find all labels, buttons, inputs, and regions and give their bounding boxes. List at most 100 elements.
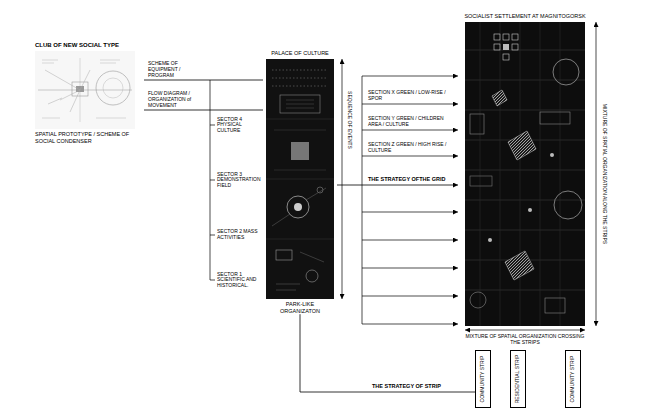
- section-label: SECTION X GREEN / LOW-RISE / SPOR: [368, 90, 454, 102]
- axis-label: SEQUENCE OF EVENTS: [346, 91, 352, 149]
- palace-plan-part: [272, 188, 326, 226]
- settlement-plan-part: [528, 208, 532, 212]
- grid-arrows-part: [362, 212, 458, 213]
- settlement-plan-part: [545, 298, 565, 313]
- image-area: [263, 59, 337, 299]
- strip-label: COMMUNITY STRIP: [570, 356, 576, 403]
- sector-bracket-part: [210, 80, 211, 280]
- connector: [144, 80, 263, 81]
- prototype-sketch-part: [76, 86, 84, 92]
- settlement-plan-part: [470, 176, 492, 186]
- settlement-plan-part: [550, 153, 554, 157]
- settlement-panel: SOCIALIST SETTLEMENT AT MAGNITOGORSK: [458, 11, 592, 326]
- palace-plan-part: [294, 203, 302, 211]
- palace-plan-part: [286, 100, 314, 108]
- palace-panel: PALACE OF CULTURE PARK-LIKE ORGANIZATON: [263, 48, 337, 314]
- settlement-plan-part: [553, 59, 579, 85]
- settlement-plan-part: [494, 34, 500, 40]
- connector: [300, 314, 475, 392]
- strip-box: RESIDENTIAL STRIP: [510, 350, 526, 408]
- settlement-plan-part: [554, 191, 582, 219]
- settlement-plan-part: [540, 112, 570, 124]
- palace-plan-part: [306, 270, 318, 282]
- settlement-plan-part: [488, 238, 492, 242]
- palace-plan-part: [317, 187, 323, 193]
- image-area: [458, 22, 592, 326]
- connector: [337, 185, 458, 186]
- grid-arrows-part: [362, 130, 458, 131]
- prototype-panel: CLUB OF NEW SOCIAL TYPE SPATIAL PROTOTYPE…: [28, 40, 144, 144]
- sequence-arrow: [342, 59, 343, 299]
- settlement-plan-part: [505, 251, 534, 280]
- settlement-plan-part: [503, 34, 509, 40]
- prototype-sketch: [35, 51, 135, 129]
- palace-plan-part: [287, 196, 309, 218]
- prototype-sketch-part: [45, 70, 90, 112]
- strip-box: COMMUNITY STRIP: [565, 350, 581, 408]
- edge-label: THE STRATEGY OF STRIP: [372, 383, 467, 389]
- grid-arrows-part: [362, 268, 458, 269]
- settlement-plan-part: [470, 114, 484, 134]
- settlement-plan-part: [465, 22, 585, 326]
- axis-label: MIXTURE OF SPATIAL ORGANIZATION CROSSING…: [460, 334, 590, 346]
- settlement-plan-part: [508, 131, 536, 160]
- palace-plan-part: [266, 119, 334, 239]
- settlement-plan: [465, 22, 585, 326]
- grid-arrows-part: [362, 76, 458, 77]
- grid-arrows-part: [362, 104, 458, 105]
- image-area: [28, 51, 144, 129]
- strip-axis-arrows-part: [596, 22, 597, 326]
- panel-title: SOCIALIST SETTLEMENT AT MAGNITOGORSK: [458, 11, 592, 22]
- settlement-plan-part: [470, 292, 486, 308]
- settlement-plan-part: [512, 44, 518, 50]
- settlement-plan-part: [480, 22, 560, 326]
- palace-plan-part: [274, 130, 326, 170]
- palace-plan-part: [280, 95, 320, 113]
- prototype-sketch-part: [35, 51, 135, 129]
- grid-arrows-part: [362, 76, 363, 324]
- section-label: SECTION Z GREEN / HIGH RISE / CULTURE: [368, 142, 454, 154]
- grid-arrows-part: [362, 324, 458, 325]
- panel-caption: PARK-LIKE ORGANIZATON: [263, 299, 337, 314]
- panel-title: PALACE OF CULTURE: [263, 48, 337, 59]
- edge-label: SCHEME OF EQUIPMENT / PROGRAM: [148, 61, 206, 78]
- sector-label: SECTOR 2 MASS ACTIVITIES: [217, 229, 261, 241]
- settlement-plan-part: [503, 54, 509, 60]
- strip-axis-arrows-part: [465, 330, 585, 331]
- panel-caption: SPATIAL PROTOTYPE / SCHEME OF SOCIAL CON…: [28, 129, 144, 144]
- sector-label: SECTOR 1 SCIENTIFIC AND HISTORICAL.: [217, 272, 261, 289]
- settlement-plan-part: [465, 50, 585, 290]
- strip-label: RESIDENTIAL STRIP: [515, 355, 521, 404]
- edge-label: FLOW DIAGRAM / ORGANIZATION of MOVEMENT: [148, 91, 206, 108]
- sector-bracket: [210, 80, 215, 280]
- grid-arrows-part: [362, 240, 458, 241]
- sequence-arrow-part: [342, 59, 343, 299]
- palace-plan-part: [276, 252, 324, 290]
- strip-axis-arrows: [465, 22, 596, 330]
- section-label: SECTION Y GREEN / CHILDREN AREA / CULTUR…: [368, 116, 454, 128]
- panel-title: CLUB OF NEW SOCIAL TYPE: [28, 40, 144, 51]
- grid-arrows-part: [362, 296, 458, 297]
- prototype-sketch-part: [72, 82, 88, 96]
- prototype-sketch-part: [103, 78, 123, 98]
- connector: [144, 110, 263, 111]
- palace-plan: [266, 59, 334, 299]
- strip-label: COMMUNITY STRIP: [480, 356, 486, 403]
- prototype-sketch-part: [38, 90, 132, 91]
- palace-plan-part: [272, 70, 328, 86]
- palace-plan-part: [291, 142, 309, 160]
- prototype-sketch-part: [42, 60, 126, 118]
- prototype-sketch-part: [96, 71, 130, 105]
- sector-bracket-part: [210, 125, 215, 280]
- sector-label: SECTOR 4 PHYSICAL CULTURE: [217, 117, 261, 134]
- axis-label: MIXTURE OF SPATIAL ORGANIZATION ALONG TH…: [601, 104, 607, 244]
- settlement-plan-part: [503, 44, 509, 50]
- prototype-sketch-part: [80, 58, 81, 122]
- palace-plan-part: [266, 59, 334, 299]
- settlement-plan-part: [494, 44, 500, 50]
- sector-label: SECTOR 3 DEMONSTRATION FIELD: [217, 172, 261, 189]
- grid-arrows: [362, 76, 458, 324]
- settlement-plan-part: [512, 34, 518, 40]
- palace-plan-part: [276, 250, 292, 260]
